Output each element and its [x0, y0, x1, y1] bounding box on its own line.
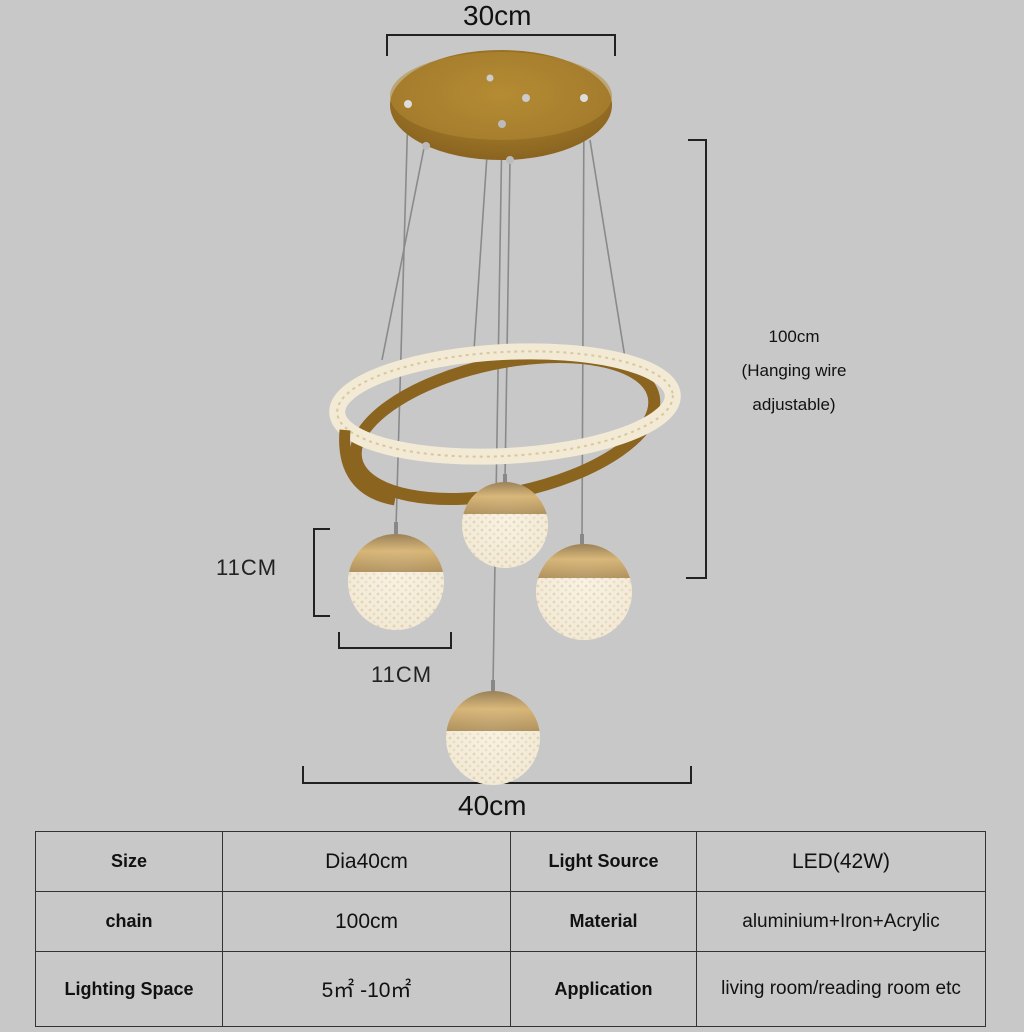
spec-value: LED(42W) [696, 830, 986, 893]
spec-label: Material [510, 891, 697, 953]
bottom-width-label: 40cm [458, 790, 527, 821]
spec-value: 100cm [222, 891, 511, 953]
globe-height-label: 11CM [216, 555, 278, 580]
globe-center [462, 474, 548, 568]
globe-left [348, 522, 444, 630]
hanging-note-line1: (Hanging wire [741, 361, 847, 380]
globe-height-line [313, 528, 330, 617]
spec-label: Application [510, 951, 697, 1027]
hanging-note-line2: adjustable) [752, 395, 836, 414]
spec-table: Size Dia40cm Light Source LED(42W) chain… [35, 830, 986, 1027]
globe-bottom [446, 680, 540, 785]
table-row: chain 100cm Material aluminium+Iron+Acry… [35, 891, 986, 953]
spec-value: living room/reading room etc [696, 951, 986, 1027]
table-row: Lighting Space 5㎡ -10㎡ Application livin… [35, 951, 986, 1027]
dimension-lines [302, 34, 707, 784]
spec-label: chain [35, 891, 223, 953]
spec-label: Light Source [510, 830, 697, 893]
table-row: Size Dia40cm Light Source LED(42W) [35, 830, 986, 893]
globe-right [536, 534, 632, 640]
spec-label: Lighting Space [35, 951, 223, 1027]
spec-value: Dia40cm [222, 830, 511, 893]
top-dimension-line [386, 34, 616, 56]
spec-value: 5㎡ -10㎡ [222, 951, 511, 1027]
ceiling-canopy [390, 50, 612, 164]
hanging-length-value: 100cm [768, 327, 820, 346]
spec-value: aluminium+Iron+Acrylic [696, 891, 986, 953]
hanging-length-label: 100cm (Hanging wire adjustable) [726, 320, 862, 422]
spec-label: Size [35, 830, 223, 893]
top-width-label: 30cm [463, 0, 532, 31]
globe-width-line [338, 632, 452, 649]
globe-width-label: 11CM [371, 662, 433, 687]
hanging-wires [381, 99, 627, 687]
hanging-dimension-line [686, 139, 707, 579]
